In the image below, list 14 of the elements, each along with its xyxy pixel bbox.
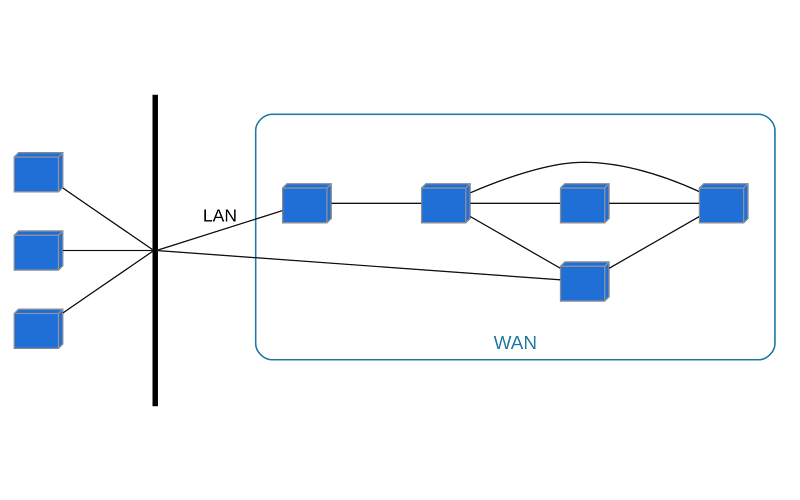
connector: [609, 202, 700, 204]
cluster: WAN: [254, 112, 776, 360]
connector: [470, 202, 560, 204]
connector: [470, 215, 561, 268]
connector: [62, 187, 154, 250]
connector: [608, 216, 700, 268]
connector: [470, 161, 700, 193]
connector: [157, 210, 283, 250]
node-bar: [152, 94, 158, 406]
connector: [62, 250, 154, 313]
connector: [157, 249, 560, 280]
edge-label: LAN: [202, 204, 237, 225]
connector: [331, 202, 422, 204]
connector: [62, 249, 153, 251]
